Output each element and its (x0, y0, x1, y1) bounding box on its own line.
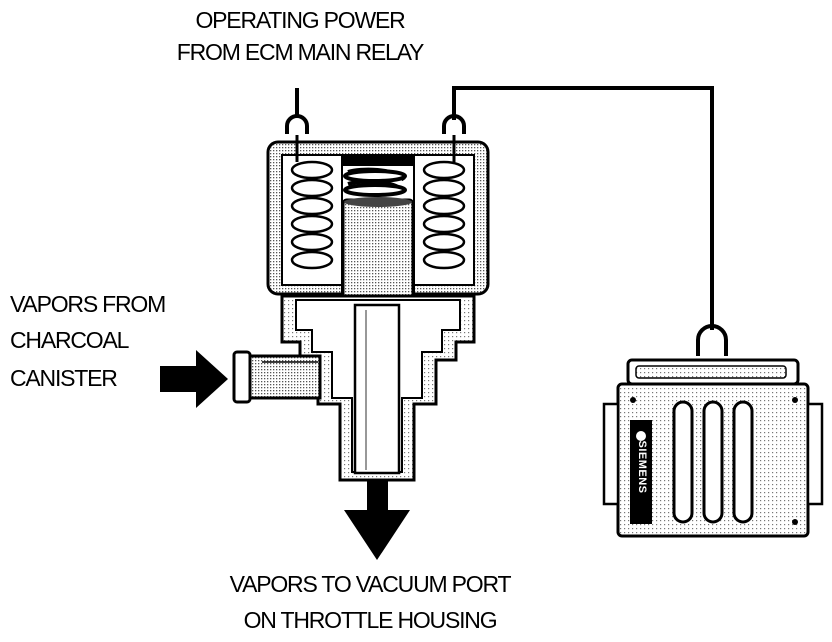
power-label-line2: FROM ECM MAIN RELAY (176, 39, 425, 65)
valve-terminal-left (285, 114, 309, 134)
inlet-nipple (232, 350, 322, 404)
power-label-line1: OPERATING POWER (195, 7, 405, 33)
coil-left (290, 160, 334, 270)
canister-label-line3: CANISTER (10, 365, 118, 391)
inlet-arrow (160, 350, 228, 408)
output-label-line1: VAPORS TO VACUUM PORT (229, 571, 512, 597)
ecm-module (602, 324, 824, 538)
output-label-line2: ON THROTTLE HOUSING (243, 607, 498, 633)
purge-valve-body (266, 135, 490, 482)
canister-label-line2: CHARCOAL (10, 327, 129, 353)
coil-right (422, 160, 466, 270)
canister-label-line1: VAPORS FROM (10, 291, 166, 317)
ecm-brand-label: SIEMENS (636, 440, 648, 494)
outlet-arrow (344, 480, 410, 560)
valve-terminal-right (442, 114, 466, 134)
return-spring (342, 154, 414, 197)
ecm-signal-wire (452, 86, 714, 330)
